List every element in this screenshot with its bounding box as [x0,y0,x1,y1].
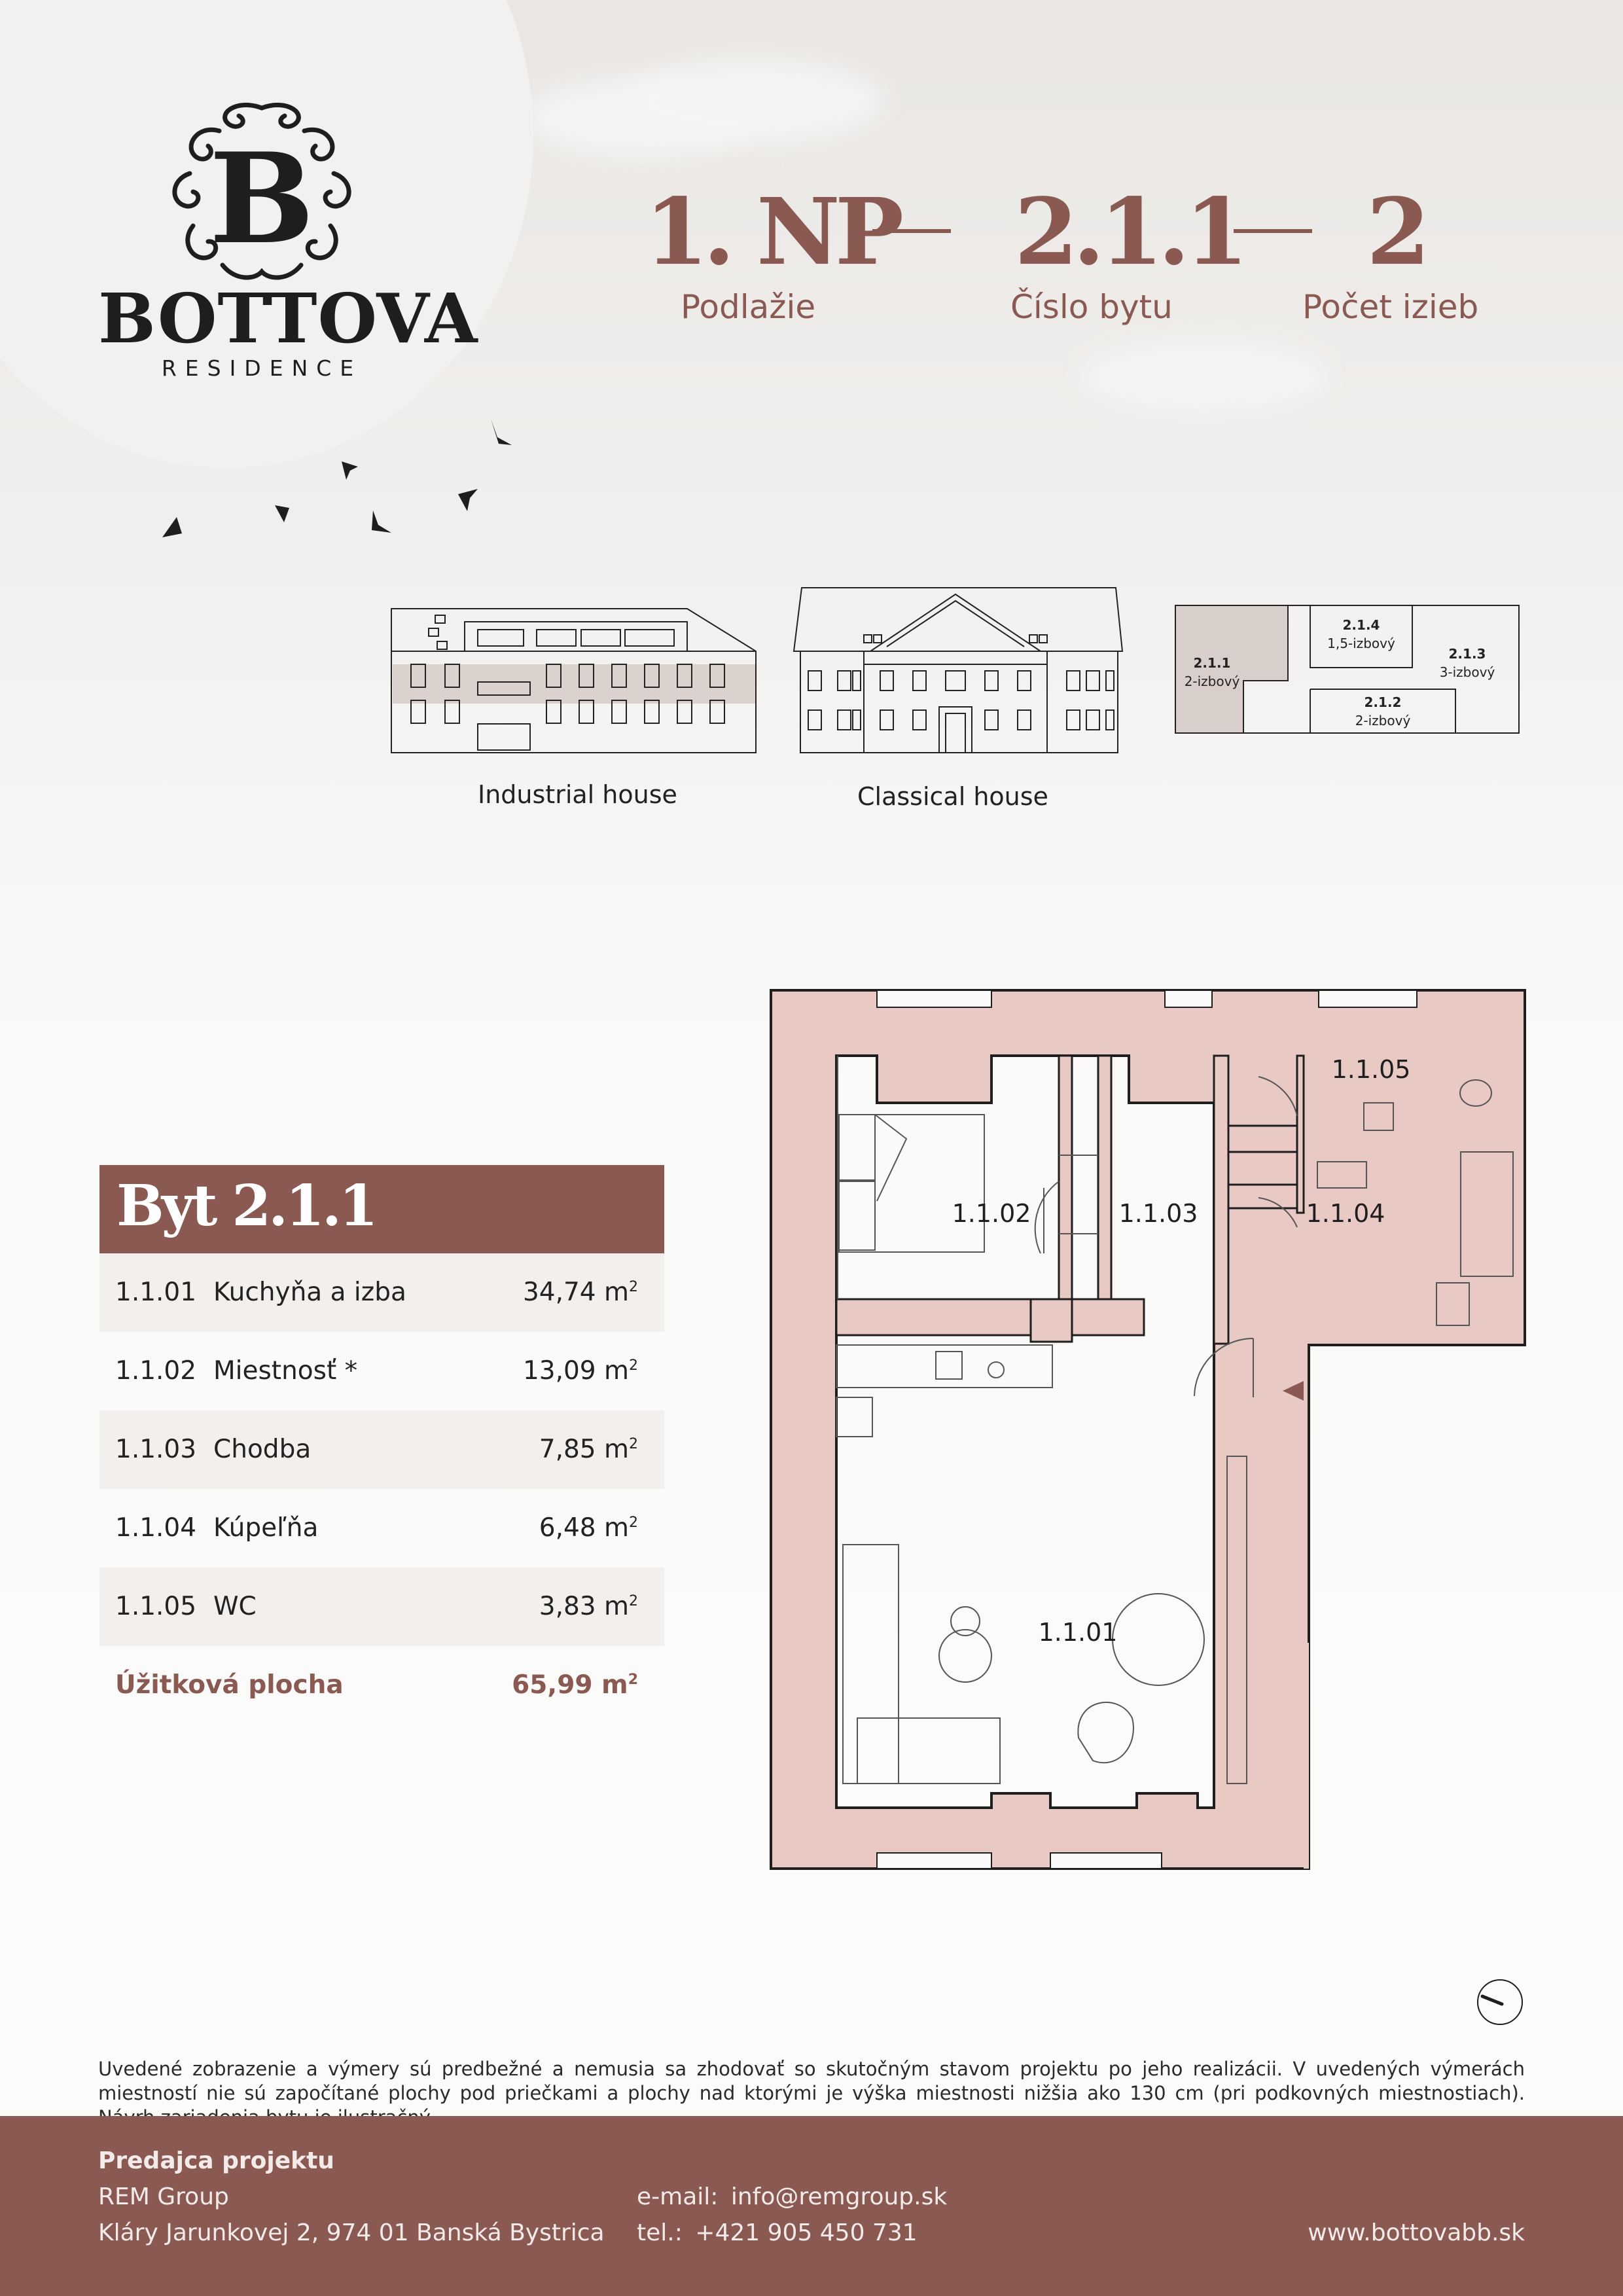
room-name: Miestnosť * [213,1356,358,1386]
svg-text:2.1.4: 2.1.4 [1343,617,1380,633]
email-link[interactable]: info@remgroup.sk [730,2183,948,2210]
svg-text:3-izbový: 3-izbový [1440,664,1495,680]
svg-text:2-izbový: 2-izbový [1185,673,1240,689]
brand-subtitle: RESIDENCE [161,355,363,381]
table-row: 1.1.01 Kuchyňa a izba 34,74 m2 [99,1253,664,1332]
room-label-1.1.03: 1.1.03 [1119,1199,1198,1228]
room-area: 3,83 m2 [539,1592,638,1621]
room-label-1.1.02: 1.1.02 [952,1199,1031,1228]
header-dash [872,229,951,233]
classical-house-caption: Classical house [857,782,1048,811]
phone-line: tel.: +421 905 450 731 [637,2219,918,2246]
floor-label: Podlažie [681,288,816,326]
floor-keyplan: 2.1.1 2-izbový 2.1.4 1,5-izbový 2.1.3 3-… [1175,605,1520,734]
floor-value: 1. NP [645,179,904,286]
unit-table-title: Byt 2.1.1 [116,1173,378,1239]
rooms-value: 2 [1366,179,1430,286]
svg-text:2.1.3: 2.1.3 [1449,646,1486,662]
phone-label: tel.: [637,2219,683,2246]
seller-address: Kláry Jarunkovej 2, 974 01 Banská Bystri… [98,2219,605,2246]
room-name: Kúpeľňa [213,1513,319,1543]
room-name: WC [213,1592,257,1621]
svg-text:2-izbový: 2-izbový [1355,713,1411,728]
svg-text:B: B [209,126,315,272]
footer: Predajca projektu REM Group Kláry Jarunk… [0,2116,1623,2296]
room-name: Chodba [213,1435,312,1464]
seller-company: REM Group [98,2183,229,2210]
phone-link[interactable]: +421 905 450 731 [695,2219,918,2246]
unit-value: 2.1.1 [1014,179,1249,286]
room-label-1.1.04: 1.1.04 [1306,1199,1385,1228]
unit-table-header: Byt 2.1.1 [99,1165,664,1253]
birds-decoration [162,419,512,537]
table-row: 1.1.02 Miestnosť * 13,09 m2 [99,1332,664,1410]
email-line: e-mail: info@remgroup.sk [637,2183,947,2210]
room-code: 1.1.03 [115,1435,197,1464]
room-code: 1.1.01 [115,1278,197,1307]
room-label-1.1.05: 1.1.05 [1332,1055,1411,1084]
room-label-1.1.01: 1.1.01 [1039,1618,1118,1647]
brand-monogram-logo: B [172,102,351,280]
brand-name: BOTTOVA [98,278,478,359]
room-code: 1.1.05 [115,1592,197,1621]
rooms-label: Počet izieb [1302,288,1479,326]
room-code: 1.1.02 [115,1356,197,1386]
room-area: 7,85 m2 [539,1435,638,1464]
table-row: 1.1.04 Kúpeľňa 6,48 m2 [99,1489,664,1568]
north-compass-icon [1477,1979,1523,2025]
room-code: 1.1.04 [115,1513,197,1543]
room-area: 34,74 m2 [522,1278,638,1307]
email-label: e-mail: [637,2183,719,2210]
room-area: 13,09 m2 [522,1356,638,1386]
classical-house-illustration [793,587,1124,753]
table-total-row: Úžitková plocha 65,99 m2 [99,1646,664,1725]
apartment-floor-plan: 1.1.02 1.1.03 1.1.04 1.1.05 1.1.01 [770,989,1526,1870]
table-row: 1.1.03 Chodba 7,85 m2 [99,1410,664,1489]
seller-title: Predajca projektu [98,2147,334,2174]
unit-label: Číslo bytu [1010,288,1173,326]
svg-text:2.1.1: 2.1.1 [1194,655,1231,671]
industrial-house-illustration [391,608,757,753]
svg-text:2.1.2: 2.1.2 [1364,694,1402,710]
website-link[interactable]: www.bottovabb.sk [1308,2219,1525,2246]
room-area: 6,48 m2 [539,1513,638,1543]
room-name: Kuchyňa a izba [213,1278,406,1307]
svg-text:1,5-izbový: 1,5-izbový [1327,636,1395,651]
total-label: Úžitková plocha [115,1670,344,1700]
header-dash [1234,229,1312,233]
total-area: 65,99 m2 [512,1670,638,1700]
industrial-house-caption: Industrial house [478,780,677,809]
table-row: 1.1.05 WC 3,83 m2 [99,1568,664,1646]
